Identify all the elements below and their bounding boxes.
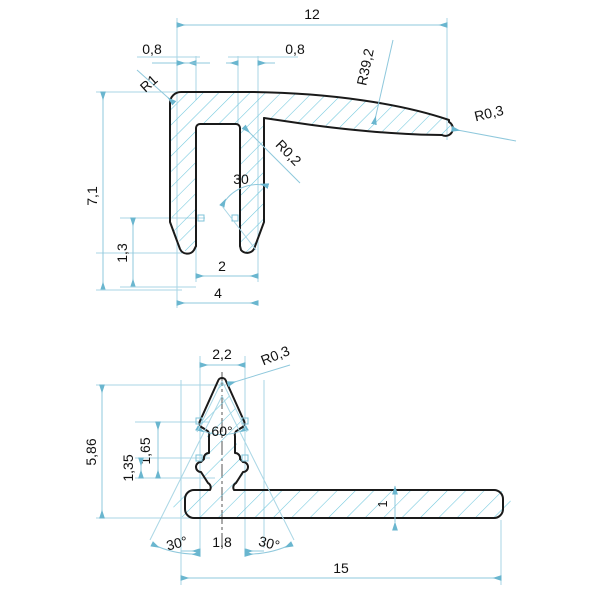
dim-label-groove-width: 2: [218, 258, 226, 274]
dim-label-head-width: 2,2: [212, 346, 232, 362]
dim-label-base-width: 4: [214, 285, 222, 301]
dim-lower-strip-thickness: 1: [376, 485, 398, 531]
dim-upper-leg-angle: 30: [219, 171, 270, 251]
dim-lower-lower-barb: 1,35: [120, 454, 144, 482]
dim-label-60deg: 60°: [211, 423, 232, 439]
dim-upper-lip-radius: R39,2: [353, 39, 394, 126]
dim-label-r03-lower: R0,3: [258, 342, 292, 368]
upper-profile-outline: [169, 91, 454, 137]
dim-upper-groove-width: 2: [195, 258, 259, 279]
dim-lower-apex-angle: 60°: [195, 380, 249, 439]
dim-upper-left-wall: 0,8: [142, 41, 210, 66]
dim-lower-head-width: 2,2: [199, 346, 246, 368]
dim-lower-strip-length: 15: [180, 560, 502, 581]
lower-profile-fill: [173, 381, 511, 518]
dim-label-leg-height: 1,3: [114, 243, 130, 263]
dim-upper-base-width: 4: [176, 285, 259, 306]
dim-label-30deg-right: 30°: [257, 533, 281, 554]
upper-tip-markers: [197, 214, 239, 222]
dim-label-upper-height: 7,1: [84, 186, 100, 206]
dim-label-165: 1,65: [137, 437, 153, 464]
dim-lower-right-angle: 30°: [221, 395, 295, 557]
dim-lower-stem-width: 1,8: [181, 534, 264, 554]
dim-label-right-wall: 0,8: [285, 41, 305, 57]
dim-label-30-upper: 30: [233, 171, 249, 187]
upper-left-leg: [169, 109, 197, 255]
dim-upper-right-wall: 0,8: [226, 41, 305, 66]
dim-label-30deg-left: 30°: [165, 533, 189, 554]
dim-upper-tip-radius: R0,3: [450, 102, 517, 142]
dim-label-overall-width: 12: [304, 6, 320, 22]
dim-upper-overall-width: 12: [176, 6, 448, 28]
dim-label-r02: R0,2: [273, 136, 305, 169]
dim-upper-leg-height: 1,3: [114, 217, 196, 288]
dim-label-left-wall: 0,8: [142, 41, 162, 57]
dim-label-strip-thickness: 1: [376, 500, 390, 507]
dim-label-stem-width: 1,8: [212, 534, 232, 550]
dim-label-strip-length: 15: [333, 560, 349, 576]
dim-lower-left-angle: 30°: [149, 395, 223, 557]
lower-profile-outline: [184, 377, 504, 519]
upper-view: 12 0,8 0,8 7,1 1,3 2: [84, 6, 517, 308]
upper-profile-fill: [170, 93, 452, 253]
dim-label-r392: R39,2: [353, 47, 376, 87]
lower-view: 2,2 R0,3 5,86 1,65 1,35 60°: [83, 342, 511, 585]
dim-label-r03-upper: R0,3: [473, 102, 506, 124]
lower-extension-lines: [96, 356, 502, 585]
dim-lower-tip-radius: R0,3: [226, 342, 292, 387]
dim-upper-overall-height: 7,1: [84, 91, 182, 291]
dim-label-135: 1,35: [120, 454, 136, 481]
dim-lower-overall-height: 5,86: [83, 384, 105, 519]
upper-right-leg: [239, 124, 265, 254]
dim-lower-upper-barb: 1,65: [137, 421, 161, 479]
upper-extension-lines: [96, 18, 448, 308]
dim-upper-corner-radius: R1: [137, 69, 177, 106]
upper-groove-inner: [195, 123, 241, 247]
dim-label-lower-height: 5,86: [83, 438, 99, 465]
